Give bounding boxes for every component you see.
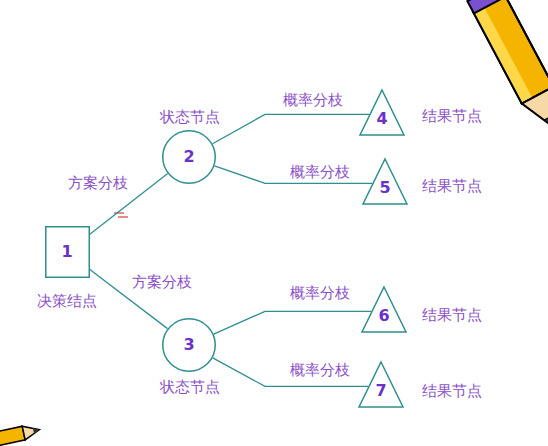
branch-line [214,311,372,334]
node-number: 1 [61,244,72,260]
branch-label: 方案分枝 [130,274,194,291]
node-number: 6 [378,308,389,324]
chance-node: 2状态节点 [162,130,216,184]
branch-label: 概率分枝 [281,92,345,109]
outcome-node: 5结果节点 [362,158,408,205]
branch-label: 方案分枝 [66,175,130,192]
node-number: 4 [376,111,387,127]
branch-line [213,358,369,386]
node-caption: 结果节点 [422,178,482,195]
node-caption: 状态节点 [160,379,220,396]
node-number: 2 [183,149,194,165]
node-number: 7 [375,383,386,399]
chance-node: 3状态节点 [162,318,216,372]
branch-label: 概率分枝 [288,285,352,302]
branch-line [213,114,370,143]
pencil-illustration [0,423,41,446]
node-number: 5 [379,180,390,196]
outcome-node: 6结果节点 [361,286,407,333]
outcome-node: 7结果节点 [358,361,404,408]
node-caption: 结果节点 [422,383,482,400]
node-caption: 决策结点 [37,293,97,310]
decision-node: 1决策结点 [45,226,90,278]
node-caption: 结果节点 [422,108,482,125]
branch-label: 概率分枝 [288,362,352,379]
node-caption: 结果节点 [422,307,482,324]
outcome-node: 4结果节点 [359,89,405,136]
node-caption: 状态节点 [160,109,220,126]
node-number: 3 [183,337,194,353]
branch-label: 概率分枝 [288,164,352,181]
